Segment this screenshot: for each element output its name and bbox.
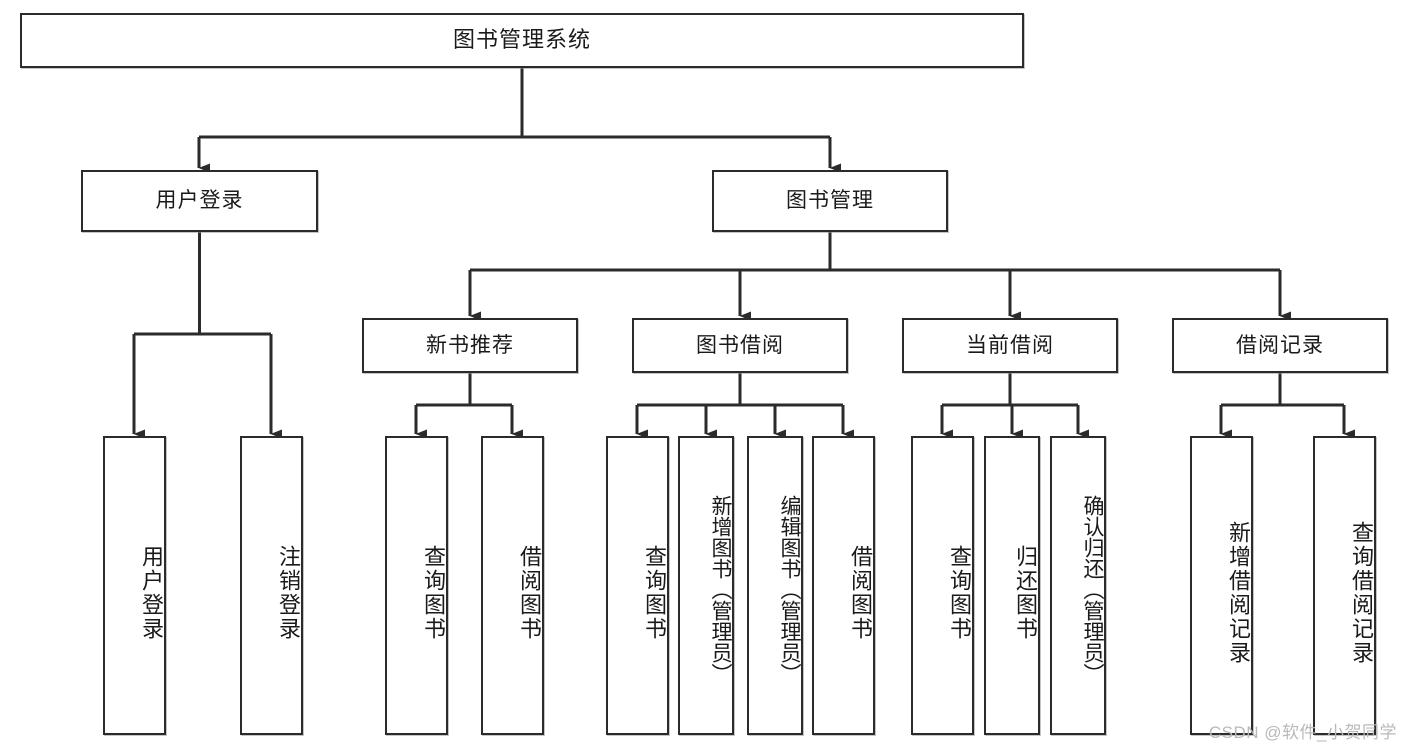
node-leaf-rec-add-record[interactable]: 新增借阅记录 — [1190, 436, 1253, 735]
node-leaf-borrow-add-book[interactable]: 新增图书（管理员） — [678, 436, 734, 735]
node-leaf-rec-query-book[interactable]: 查询图书 — [385, 436, 448, 735]
node-leaf-rec-borrow-book[interactable]: 借阅图书 — [481, 436, 544, 735]
node-leaf-rec-query-record-label: 查询借阅记录 — [1349, 520, 1374, 665]
node-leaf-cur-confirm-return-label: 确认归还（管理员） — [1081, 495, 1104, 684]
node-current-borrow[interactable]: 当前借阅 — [902, 318, 1118, 373]
node-user-login[interactable]: 用户登录 — [81, 170, 318, 232]
node-leaf-cur-return-book[interactable]: 归还图书 — [984, 436, 1040, 735]
node-leaf-rec-borrow-book-label: 借阅图书 — [517, 544, 542, 641]
node-leaf-cur-query-book[interactable]: 查询图书 — [911, 436, 974, 735]
node-leaf-cur-query-book-label: 查询图书 — [947, 544, 972, 641]
node-current-borrow-label: 当前借阅 — [966, 333, 1054, 357]
node-leaf-user-login[interactable]: 用户登录 — [103, 436, 166, 735]
node-leaf-cur-return-book-label: 归还图书 — [1013, 544, 1038, 641]
node-root-label: 图书管理系统 — [452, 27, 591, 53]
csdn-watermark: CSDN @软件_小贺同学 — [1208, 723, 1397, 742]
node-leaf-user-logout-label: 注销登录 — [276, 544, 301, 641]
node-book-borrow-label: 图书借阅 — [696, 333, 784, 357]
node-leaf-cur-confirm-return[interactable]: 确认归还（管理员） — [1050, 436, 1106, 735]
connector-lines — [132, 68, 1355, 439]
node-book-manage-label: 图书管理 — [786, 189, 874, 213]
node-new-book-rec[interactable]: 新书推荐 — [362, 318, 578, 373]
node-new-book-rec-label: 新书推荐 — [426, 333, 514, 357]
node-borrow-record-label: 借阅记录 — [1236, 333, 1324, 357]
node-leaf-borrow-edit-book-label: 编辑图书（管理员） — [778, 495, 801, 684]
node-borrow-record[interactable]: 借阅记录 — [1172, 318, 1388, 373]
node-leaf-user-login-label: 用户登录 — [139, 544, 164, 641]
node-book-manage[interactable]: 图书管理 — [712, 170, 948, 232]
node-leaf-rec-add-record-label: 新增借阅记录 — [1226, 520, 1251, 665]
node-leaf-borrow-add-book-label: 新增图书（管理员） — [709, 495, 732, 684]
node-leaf-borrow-query-book[interactable]: 查询图书 — [606, 436, 669, 735]
node-leaf-rec-query-record[interactable]: 查询借阅记录 — [1313, 436, 1376, 735]
node-leaf-borrow-lend-book-label: 借阅图书 — [848, 544, 873, 641]
node-book-borrow[interactable]: 图书借阅 — [632, 318, 848, 373]
node-leaf-borrow-edit-book[interactable]: 编辑图书（管理员） — [747, 436, 803, 735]
node-leaf-borrow-lend-book[interactable]: 借阅图书 — [812, 436, 875, 735]
node-leaf-borrow-query-book-label: 查询图书 — [642, 544, 667, 641]
node-user-login-label: 用户登录 — [155, 189, 244, 213]
node-root[interactable]: 图书管理系统 — [20, 13, 1024, 68]
node-leaf-rec-query-book-label: 查询图书 — [421, 544, 446, 641]
node-leaf-user-logout[interactable]: 注销登录 — [240, 436, 303, 735]
